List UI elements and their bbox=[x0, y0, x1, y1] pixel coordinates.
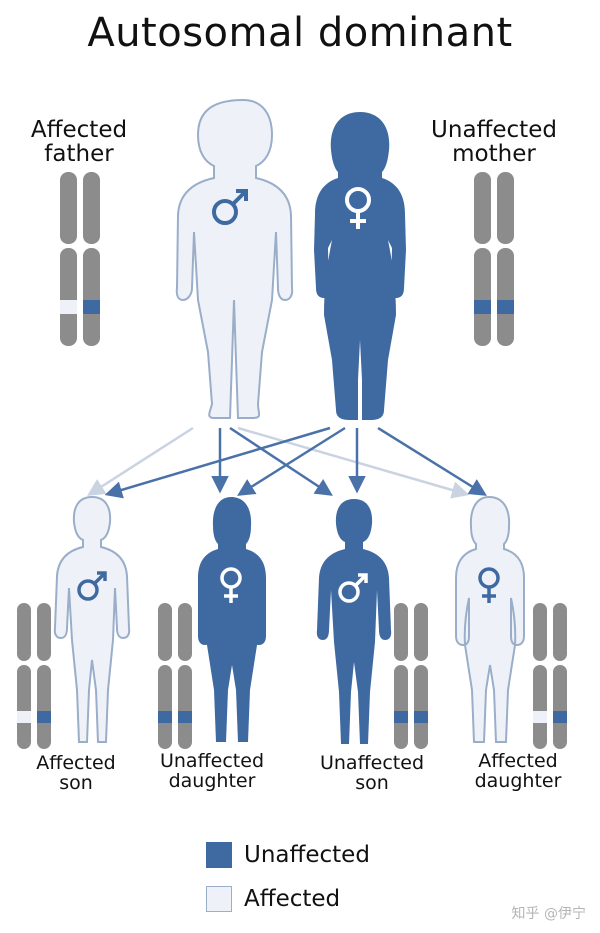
chromosomes-affected-son bbox=[17, 603, 51, 749]
legend-swatch-unaffected bbox=[206, 842, 232, 868]
father-label-line2: father bbox=[44, 141, 114, 168]
child-label-line1: Unaffected bbox=[319, 752, 425, 774]
female-symbol-icon bbox=[345, 187, 371, 229]
legend-affected: Affected bbox=[206, 886, 340, 912]
child-label-unaffected-son: Unaffected son bbox=[310, 752, 434, 794]
legend-label-affected: Affected bbox=[244, 886, 341, 912]
inheritance-arrows bbox=[87, 426, 487, 499]
legend-unaffected: Unaffected bbox=[206, 842, 370, 868]
father-label: Affected father bbox=[14, 118, 144, 166]
legend-swatch-affected bbox=[206, 886, 232, 912]
diagram-title: Autosomal dominant bbox=[87, 10, 513, 56]
father-label-line1: Affected bbox=[30, 117, 128, 143]
legend-label-unaffected: Unaffected bbox=[244, 842, 370, 868]
child-label-unaffected-daughter: Unaffected daughter bbox=[150, 750, 274, 792]
mother-figure bbox=[314, 112, 406, 420]
male-symbol-icon bbox=[212, 189, 248, 225]
mother-chromosomes bbox=[474, 172, 514, 346]
child-figure-unaffected-son bbox=[316, 499, 392, 744]
child-figure-unaffected-daughter bbox=[198, 497, 266, 742]
child-label-line1: Affected bbox=[36, 752, 116, 774]
child-figure-affected-son bbox=[53, 495, 131, 743]
child-label-line2: son bbox=[355, 771, 389, 794]
father-figure bbox=[175, 98, 294, 419]
chromosomes-unaffected-son bbox=[394, 603, 428, 749]
male-symbol-icon bbox=[77, 571, 107, 601]
child-label-affected-daughter: Affected daughter bbox=[456, 750, 580, 792]
father-chromosomes bbox=[60, 172, 100, 346]
chromosomes-affected-daughter bbox=[533, 603, 567, 749]
child-label-line2: daughter bbox=[168, 769, 256, 792]
female-symbol-icon bbox=[478, 567, 500, 603]
mother-label-line2: mother bbox=[452, 141, 536, 168]
mother-label-line1: Unaffected bbox=[431, 117, 557, 143]
child-label-line2: daughter bbox=[474, 769, 562, 792]
mother-label: Unaffected mother bbox=[414, 118, 574, 166]
child-label-affected-son: Affected son bbox=[14, 752, 138, 794]
child-figure-affected-daughter bbox=[455, 495, 525, 743]
watermark: 知乎 @伊宁 bbox=[511, 906, 586, 922]
chromosomes-unaffected-daughter bbox=[158, 603, 192, 749]
child-label-line1: Affected bbox=[478, 750, 558, 772]
female-symbol-icon bbox=[220, 567, 242, 603]
male-symbol-icon bbox=[338, 573, 368, 603]
child-label-line2: son bbox=[59, 771, 93, 794]
child-label-line1: Unaffected bbox=[159, 750, 265, 772]
